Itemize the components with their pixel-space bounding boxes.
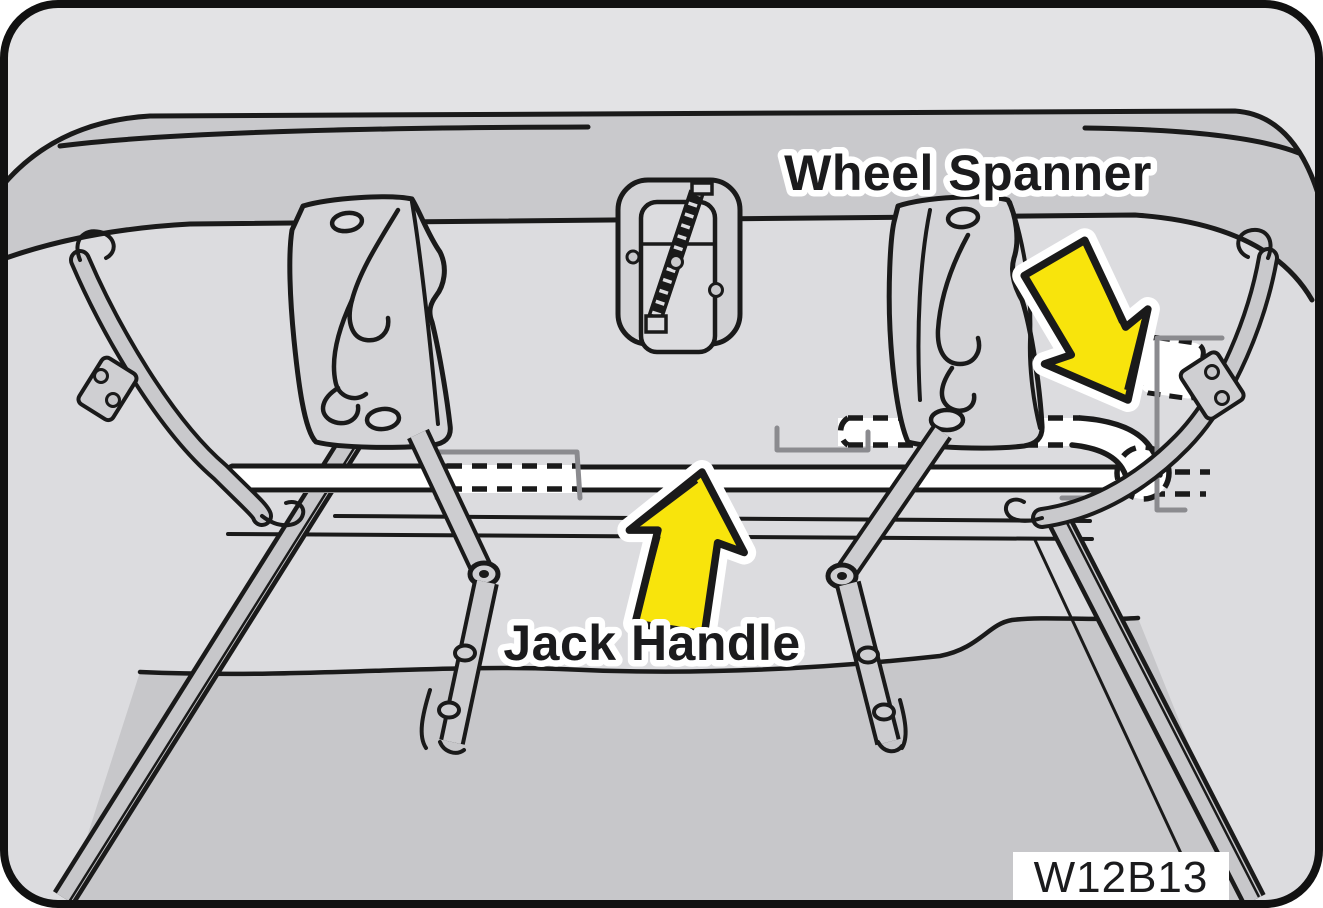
right-hinge-arm xyxy=(825,425,952,754)
right-stay-rod xyxy=(1033,512,1266,902)
left-hinge-bracket xyxy=(287,194,453,450)
left-spring-clip xyxy=(347,207,401,343)
left-tube-end-hook xyxy=(260,500,306,528)
left-tube-top-hook xyxy=(75,229,116,262)
figure-code-box: W12B13 xyxy=(1013,852,1229,902)
left-stay-rod xyxy=(52,407,380,902)
wheel-spanner-arrow-icon xyxy=(1003,229,1181,426)
right-spring-clip xyxy=(935,232,982,367)
right-frame-tube xyxy=(1003,227,1279,529)
lower-body-region xyxy=(66,618,1252,902)
wheel-spanner-label: Wheel Spanner xyxy=(784,145,1152,201)
right-tube-end-hook xyxy=(1003,497,1044,523)
right-hinge-bracket xyxy=(886,194,1045,451)
band-accent-right xyxy=(1082,125,1302,156)
band-accent-left xyxy=(57,124,591,149)
bolt-head xyxy=(872,702,896,722)
panel-bottom-wavy-line xyxy=(137,615,1141,677)
jack-handle-label: Jack Handle xyxy=(503,615,800,671)
left-hinge-arm xyxy=(407,428,501,755)
bolt-head xyxy=(437,700,461,720)
left-frame-tube xyxy=(69,229,306,528)
right-tube-top-hook xyxy=(1236,227,1273,260)
tailgate-latch xyxy=(615,177,743,355)
jack-handle-arrow-icon xyxy=(611,460,759,643)
tailgate-top-face xyxy=(6,6,1317,200)
figure-code: W12B13 xyxy=(1034,853,1209,902)
bolt-head xyxy=(453,643,477,663)
spanner-hook-end xyxy=(1114,444,1172,502)
bolt-head xyxy=(856,645,880,665)
